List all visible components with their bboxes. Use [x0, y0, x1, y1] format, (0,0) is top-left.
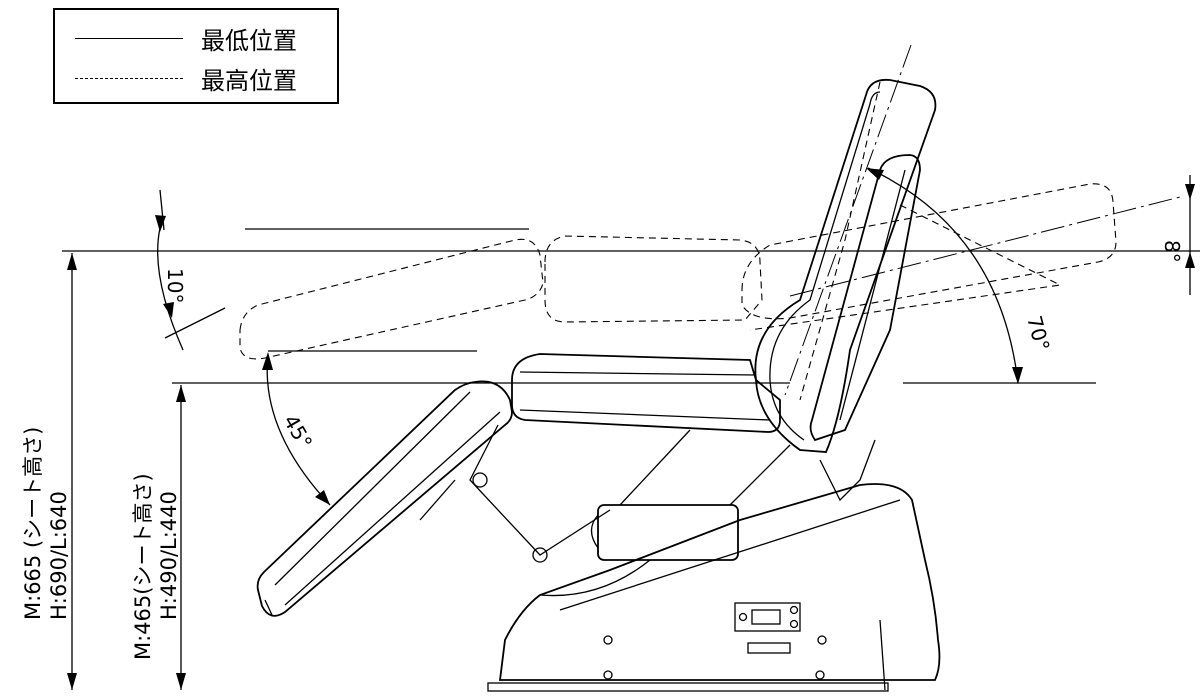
- legend: 最低位置 最高位置: [53, 8, 339, 104]
- legrest-bracket: [419, 479, 456, 521]
- dashed-backrest-frame: [749, 204, 1062, 331]
- angle70-arrow-bottom: [1012, 367, 1023, 384]
- angle45-arrow-bottom: [315, 490, 330, 505]
- legrest-cushion: [256, 380, 513, 617]
- legend-row-solid: 最低位置: [75, 18, 297, 58]
- actuator-cap: [590, 514, 599, 549]
- angle10-ext-bottom: [164, 307, 226, 339]
- connector-screw-left: [738, 612, 748, 622]
- base-rear-edge: [879, 619, 886, 691]
- backrest-inner: [769, 91, 881, 441]
- angle10-arrow-bottom: [163, 302, 174, 318]
- lowest-position-outline: [256, 78, 941, 692]
- outer-dim-arrow-bottom: [67, 673, 77, 690]
- linkage-joint-2: [532, 547, 548, 563]
- base-upper-line: [539, 559, 651, 597]
- angle8-arrow-bottom: [1185, 252, 1195, 268]
- angle-10-label: 10°: [163, 268, 187, 303]
- inner-height-label-1: M:465(シート高さ): [131, 473, 155, 660]
- inner-height-label-2: H:490/L:440: [157, 491, 181, 620]
- dashed-seat: [544, 235, 763, 323]
- legend-dashed-line: [75, 77, 183, 79]
- angle10-arrow-top: [155, 215, 166, 232]
- connector-screw-bottom: [789, 619, 799, 629]
- frame-rear-support: [819, 439, 876, 502]
- legrest-edge: [284, 411, 501, 606]
- outer-dim-arrow-top: [67, 253, 77, 270]
- actuator-body: [597, 504, 739, 561]
- dashed-legrest: [239, 238, 544, 360]
- connector-port: [751, 609, 781, 625]
- outer-height-label-2: H:690/L:640: [47, 491, 71, 620]
- highest-position-outline: [239, 81, 1117, 401]
- legend-solid-line: [75, 37, 183, 39]
- inner-dim-arrow-top: [176, 385, 186, 402]
- base-panel-line: [559, 499, 901, 611]
- angle-45-label: 45°: [279, 411, 318, 454]
- connector-panel: [734, 602, 801, 632]
- angle70-arc: [867, 167, 1019, 384]
- legend-row-dashed: 最高位置: [75, 58, 297, 98]
- frame-strut-right: [729, 444, 791, 506]
- inner-dim-arrow-bottom: [176, 673, 186, 690]
- legend-solid-label: 最低位置: [201, 26, 297, 55]
- base-plate: [487, 682, 889, 692]
- legrest-foot: [264, 599, 273, 616]
- angle10-arc: [157, 227, 184, 351]
- angle-8-label: 8°: [1160, 240, 1184, 263]
- angle10-ext-top: [159, 189, 165, 231]
- legrest-seam: [274, 391, 471, 586]
- base-screw-4: [815, 670, 825, 680]
- seat-bottom-line: [519, 409, 771, 421]
- base-housing: [498, 483, 941, 681]
- backrest-seam: [839, 169, 906, 421]
- legend-dashed-label: 最高位置: [201, 66, 297, 95]
- base-screw-2: [603, 670, 613, 680]
- angle70-arrow-top: [866, 168, 884, 180]
- angle45-arc: [266, 354, 331, 506]
- angle45-arrow-top: [262, 352, 273, 370]
- linkage-joint-1: [472, 472, 488, 488]
- base-screw-1: [603, 635, 613, 645]
- backrest-centerline: [784, 44, 912, 396]
- backrest-headpad: [809, 154, 921, 442]
- seat-cushion: [511, 353, 781, 433]
- seat-seam: [519, 371, 756, 376]
- outer-height-label-1: M:665 (シート高さ): [21, 427, 45, 620]
- connector-screw-top: [789, 605, 799, 615]
- legrest-linkage: [469, 424, 611, 556]
- tilt-centerline: [789, 196, 1181, 297]
- backrest-outer: [754, 78, 937, 453]
- angle-70-label: 70°: [1022, 313, 1054, 353]
- dashed-upright: [799, 81, 881, 401]
- angle8-arrow-top: [1185, 184, 1195, 200]
- dashed-backrest: [741, 183, 1117, 320]
- base-screw-3: [817, 635, 827, 645]
- frame-strut-left: [619, 429, 691, 506]
- base-label-plate: [747, 642, 791, 654]
